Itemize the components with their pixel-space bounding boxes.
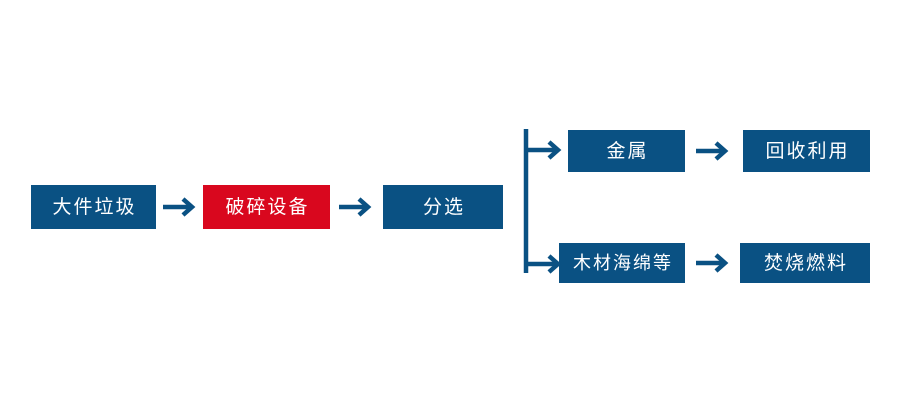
node-crushing-equipment[interactable]: 破碎设备: [203, 185, 330, 229]
node-sorting[interactable]: 分选: [383, 185, 503, 229]
node-wood-sponge[interactable]: 木材海绵等: [559, 243, 685, 283]
node-bulky-waste[interactable]: 大件垃圾: [31, 185, 156, 229]
arrow-right-icon-4: [695, 250, 731, 276]
branch-split-icon: [522, 126, 568, 276]
node-metal[interactable]: 金属: [568, 130, 685, 172]
arrow-right-icon-1: [162, 194, 198, 220]
node-incineration-fuel[interactable]: 焚烧燃料: [740, 243, 870, 283]
arrow-right-icon-3: [695, 138, 731, 164]
arrow-right-icon-2: [338, 194, 374, 220]
node-recycling[interactable]: 回收利用: [743, 130, 870, 172]
